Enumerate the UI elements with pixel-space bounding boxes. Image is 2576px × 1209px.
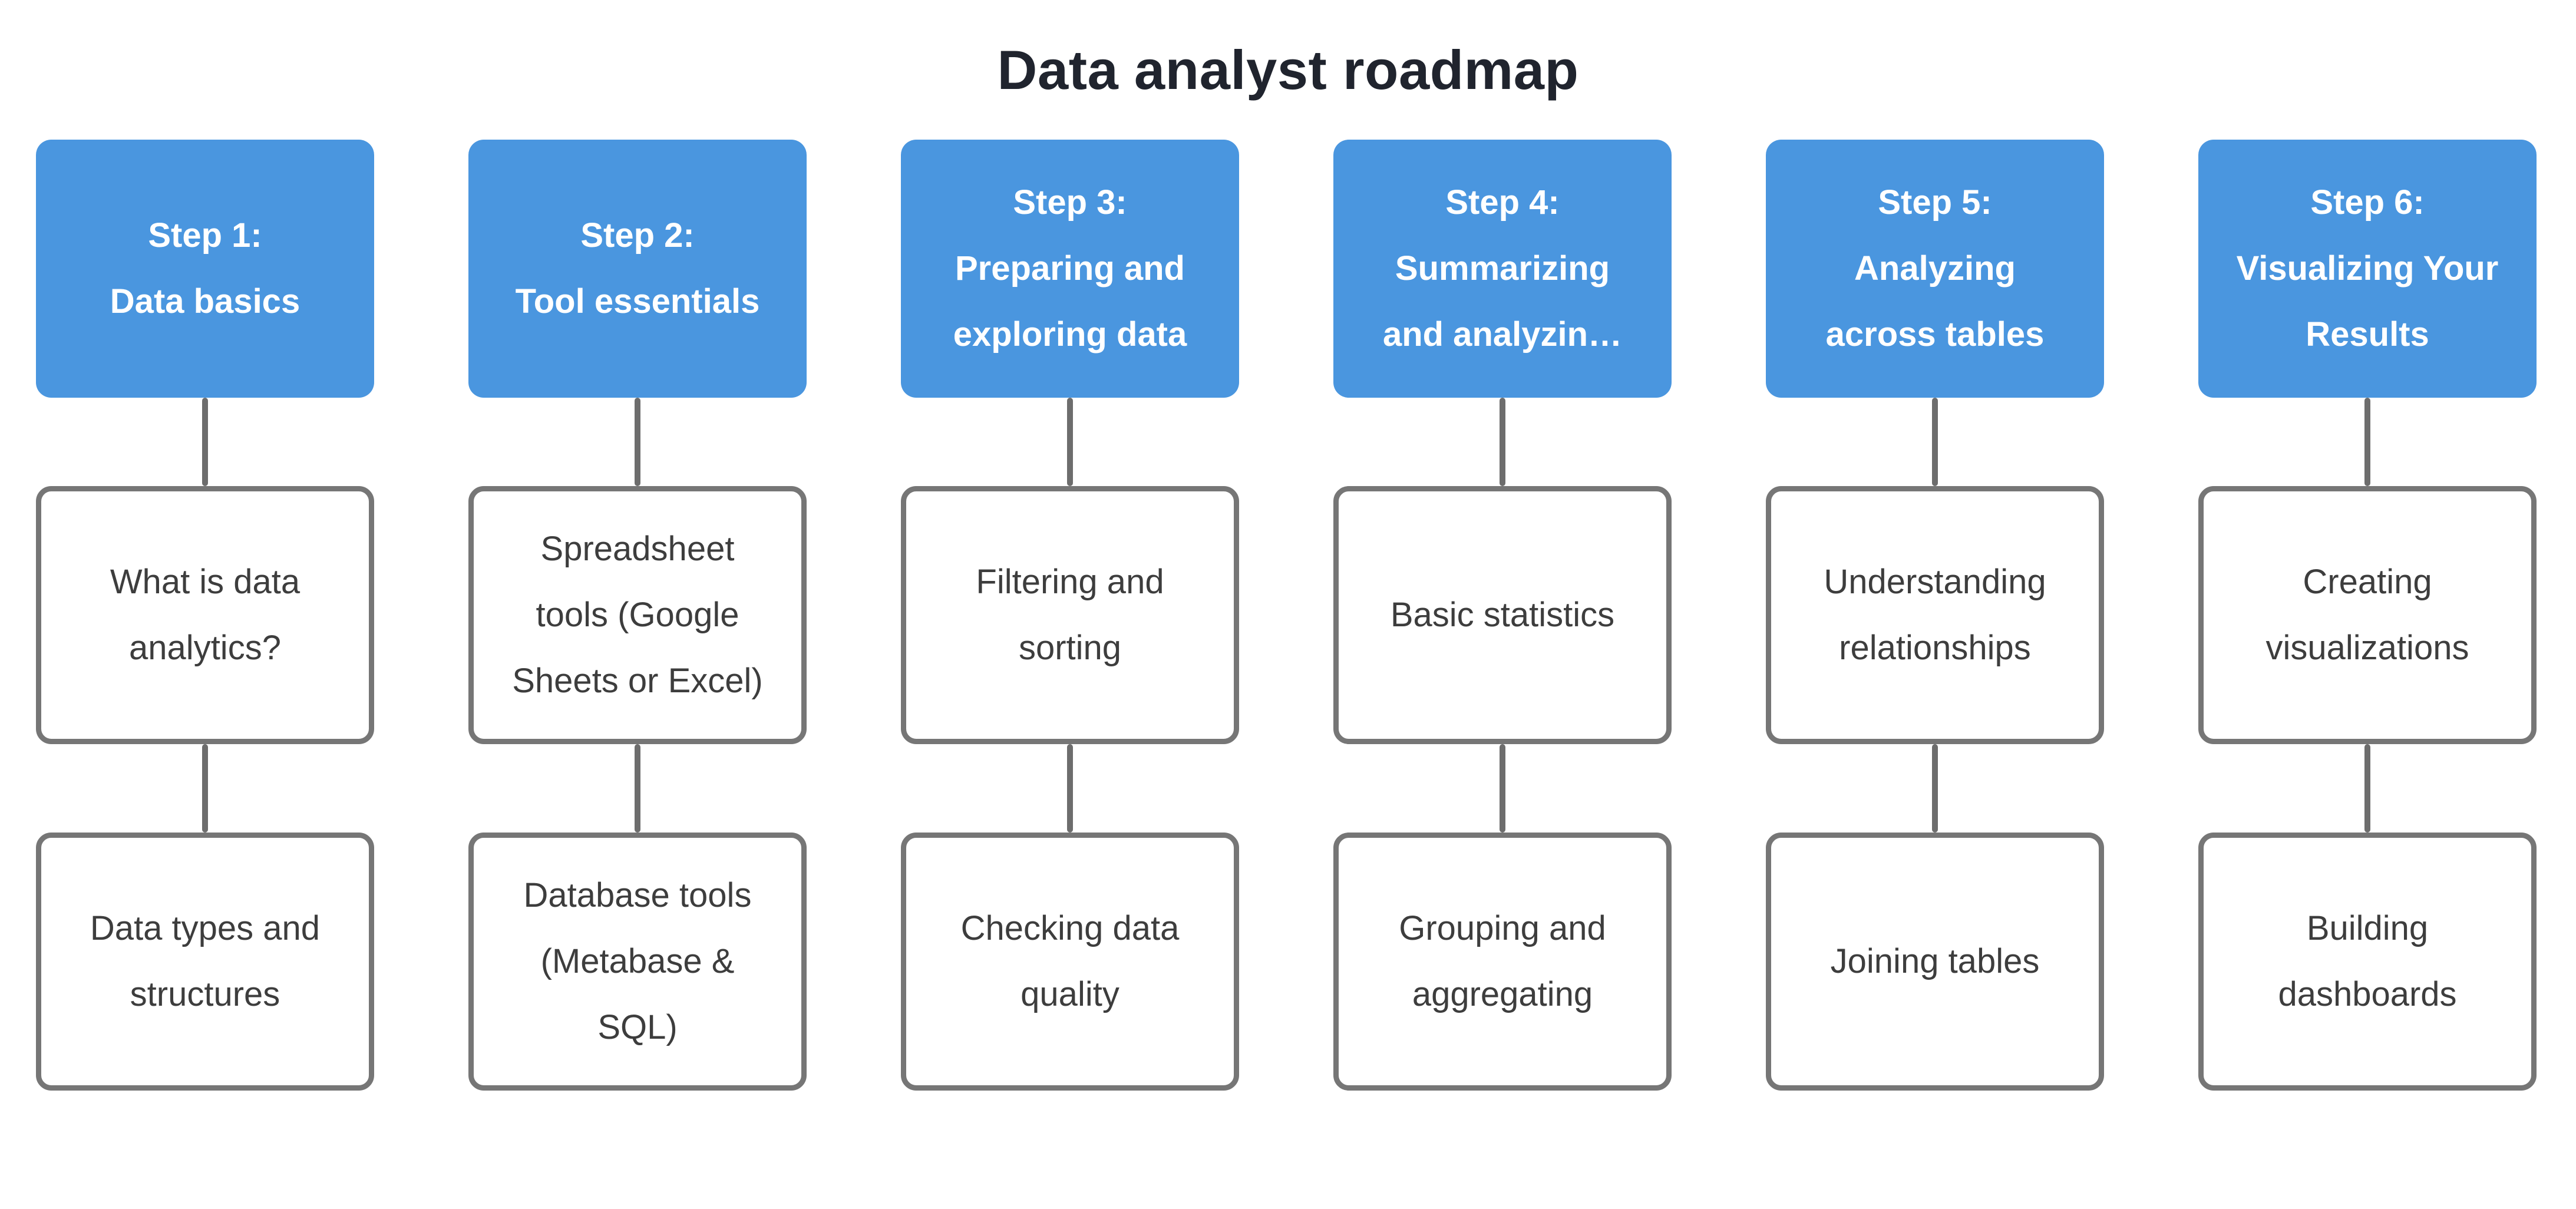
node-text-line: Grouping and [1399, 909, 1606, 947]
node-text-line: Building [2306, 909, 2429, 947]
node-text-line: analytics? [129, 629, 281, 667]
node-text-line: Spreadsheet [540, 530, 735, 568]
task-node-2-2[interactable]: Database tools (Metabase & SQL) [468, 833, 807, 1091]
connector-line [1500, 744, 1505, 833]
node-text-line: Understanding [1824, 563, 2046, 601]
node-text-line: across tables [1825, 315, 2045, 354]
node-text-line: relationships [1839, 629, 2031, 667]
node-text-line: (Metabase & [540, 942, 735, 980]
connector-line [1932, 398, 1938, 486]
task-node-4-2[interactable]: Grouping and aggregating [1333, 833, 1672, 1091]
task-node-3-1[interactable]: Filtering and sorting [901, 486, 1239, 744]
node-text-line: Tool essentials [515, 282, 760, 321]
step-node-3[interactable]: Step 3: Preparing and exploring data [901, 140, 1239, 398]
node-text-line: Basic statistics [1390, 596, 1615, 634]
task-node-6-1[interactable]: Creating visualizations [2198, 486, 2537, 744]
node-text-line: Step 6: [2310, 183, 2425, 222]
node-text-line: Results [2306, 315, 2429, 354]
step-node-4[interactable]: Step 4: Summarizing and analyzin… [1333, 140, 1672, 398]
connector-line [2364, 744, 2370, 833]
node-text-line: Step 3: [1013, 183, 1127, 222]
node-text-line: Sheets or Excel) [512, 662, 763, 700]
node-text-line: What is data [110, 563, 300, 601]
node-text-line: Data basics [110, 282, 300, 321]
task-node-3-2[interactable]: Checking data quality [901, 833, 1239, 1091]
task-node-1-1[interactable]: What is data analytics? [36, 486, 374, 744]
node-text-line: Database tools [523, 876, 752, 914]
node-text-line: exploring data [953, 315, 1187, 354]
step-node-2[interactable]: Step 2: Tool essentials [468, 140, 807, 398]
roadmap-column-2: Step 2: Tool essentials Spreadsheet tools … [468, 140, 807, 1091]
node-text-line: Step 1: [148, 216, 262, 255]
node-text-line: Filtering and [976, 563, 1164, 601]
roadmap-column-3: Step 3: Preparing and exploring data Filte… [901, 140, 1239, 1091]
node-text-line: Checking data [960, 909, 1180, 947]
node-text-line: Step 5: [1878, 183, 1992, 222]
connector-line [202, 744, 208, 833]
connector-line [1067, 398, 1073, 486]
node-text-line: Step 2: [580, 216, 695, 255]
node-text-line: visualizations [2265, 629, 2469, 667]
node-text-line: dashboards [2278, 975, 2457, 1013]
node-text-line: sorting [1018, 629, 1122, 667]
connector-line [2364, 398, 2370, 486]
diagram-title: Data analyst roadmap [997, 39, 1579, 101]
roadmap-column-4: Step 4: Summarizing and analyzin… Basic st… [1333, 140, 1672, 1091]
connector-line [635, 398, 640, 486]
node-text-line: structures [130, 975, 280, 1013]
roadmap-columns: Step 1: Data basics What is data analytics… [0, 140, 2576, 1091]
node-text-line: tools (Google [536, 596, 739, 634]
task-node-5-2[interactable]: Joining tables [1766, 833, 2104, 1091]
connector-line [1067, 744, 1073, 833]
task-node-6-2[interactable]: Building dashboards [2198, 833, 2537, 1091]
step-node-1[interactable]: Step 1: Data basics [36, 140, 374, 398]
node-text-line: Analyzing [1854, 249, 2016, 288]
roadmap-column-1: Step 1: Data basics What is data analytics… [36, 140, 374, 1091]
node-text-line: Step 4: [1445, 183, 1560, 222]
node-text-line: Summarizing [1395, 249, 1610, 288]
node-text-line: quality [1021, 975, 1119, 1013]
node-text-line: Joining tables [1830, 942, 2040, 980]
task-node-4-1[interactable]: Basic statistics [1333, 486, 1672, 744]
roadmap-column-5: Step 5: Analyzing across tables Understand… [1766, 140, 2104, 1091]
node-text-line: and analyzin… [1382, 315, 1623, 354]
task-node-1-2[interactable]: Data types and structures [36, 833, 374, 1091]
task-node-5-1[interactable]: Understanding relationships [1766, 486, 2104, 744]
connector-line [202, 398, 208, 486]
node-text-line: SQL) [597, 1008, 678, 1046]
node-text-line: Data types and [90, 909, 321, 947]
step-node-5[interactable]: Step 5: Analyzing across tables [1766, 140, 2104, 398]
connector-line [1932, 744, 1938, 833]
node-text-line: Visualizing Your [2236, 249, 2499, 288]
connector-line [1500, 398, 1505, 486]
node-text-line: Preparing and [955, 249, 1185, 288]
node-text-line: aggregating [1412, 975, 1593, 1013]
connector-line [635, 744, 640, 833]
node-text-line: Creating [2303, 563, 2432, 601]
